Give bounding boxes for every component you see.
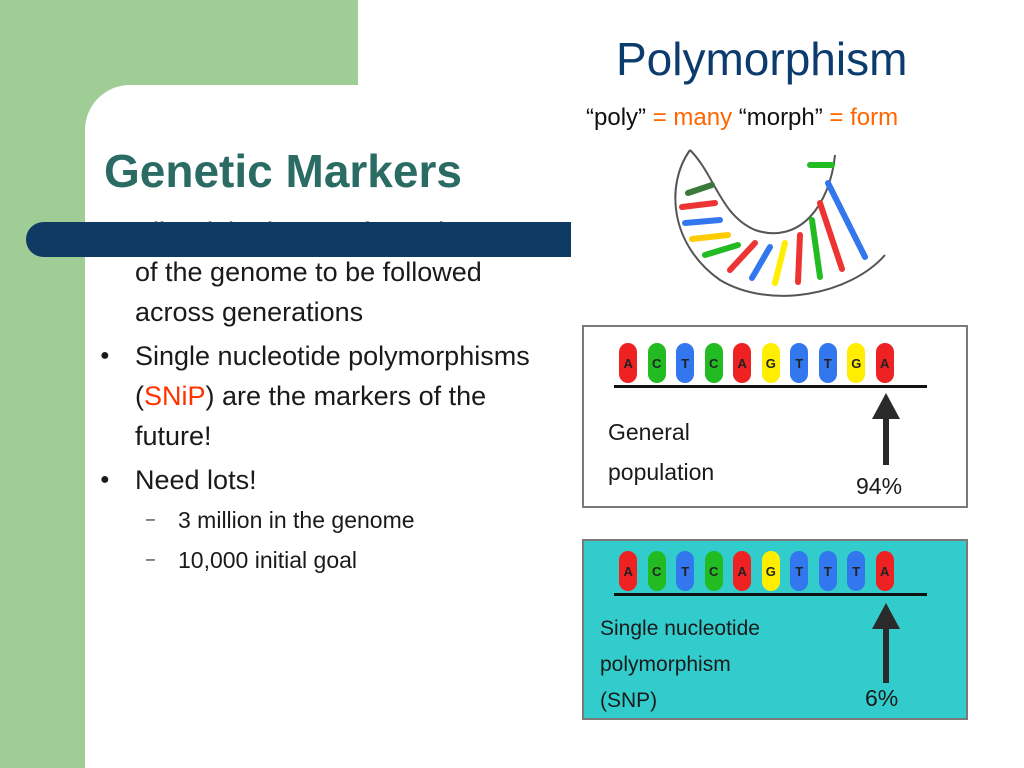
nucleotide-letter: T: [818, 343, 837, 383]
snp-label-line-3: (SNP): [600, 689, 658, 712]
nucleotide-letter: C: [647, 343, 666, 383]
nucleotide-letter: A: [875, 343, 894, 383]
nucleotide-base: T: [814, 343, 843, 387]
nucleotide-base: C: [700, 551, 729, 595]
general-label: General population: [608, 412, 714, 492]
nucleotide-letter: G: [847, 343, 866, 383]
sub-bullet-2-text: 10,000 initial goal: [178, 547, 358, 573]
bullet-1-line-2: of the genome to be followed: [135, 257, 482, 287]
nucleotide-base: T: [842, 551, 871, 595]
bullet-dot-icon: ●: [100, 471, 110, 488]
subtitle-form: form: [850, 104, 899, 131]
general-label-line-1: General: [608, 419, 690, 445]
snp-label: Single nucleotide polymorphism (SNP): [600, 611, 760, 719]
subtitle-morph: “morph”: [738, 104, 823, 131]
nucleotide-letter: A: [619, 551, 638, 591]
nucleotide-letter: A: [733, 343, 752, 383]
slide-title: Polymorphism: [616, 33, 908, 85]
dash-icon: –: [146, 511, 155, 528]
nucleotide-base: C: [643, 343, 672, 387]
dna-helix-image: [674, 149, 886, 297]
nucleotide-base: A: [728, 551, 757, 595]
strip-baseline: [614, 593, 927, 596]
snip-term: SNiP: [144, 381, 206, 411]
nucleotide-base: A: [614, 343, 643, 387]
nucleotide-letter: A: [875, 551, 894, 591]
subtitle-many: many: [673, 104, 733, 131]
nucleotide-letter: C: [704, 551, 723, 591]
subtitle-equals-1: =: [652, 104, 667, 131]
bullet-item-2: ● Single nucleotide polymorphisms (SNiP)…: [100, 336, 580, 456]
nucleotide-base: T: [671, 551, 700, 595]
nucleotide-base: G: [842, 343, 871, 387]
bullet-item-3: ● Need lots!: [100, 460, 580, 500]
nucleotide-letter: T: [818, 551, 837, 591]
nucleotide-base: T: [785, 551, 814, 595]
nucleotide-base: A: [728, 343, 757, 387]
snp-label-line-1: Single nucleotide: [600, 617, 760, 640]
bullet-1-line-3: across generations: [135, 297, 364, 327]
nucleotide-base: A: [614, 551, 643, 595]
arrow-up-icon: [872, 393, 900, 465]
snp-label-line-2: polymorphism: [600, 653, 731, 676]
slide-subtitle: “poly” = many “morph” = form: [586, 104, 898, 132]
nucleotide-base: C: [643, 551, 672, 595]
nucleotide-letter: A: [733, 551, 752, 591]
sub-bullet-1: – 3 million in the genome: [146, 500, 580, 540]
bullet-list: ● Allow inheritance of a region of the g…: [100, 212, 580, 580]
nucleotide-base: T: [814, 551, 843, 595]
subtitle-equals-2: =: [829, 104, 844, 131]
nucleotide-base: G: [757, 551, 786, 595]
nucleotide-base: C: [700, 343, 729, 387]
header-bar: [26, 222, 571, 257]
bullet-2-text-a: Single nucleotide polymorphisms (: [135, 341, 530, 411]
nucleotide-letter: C: [647, 551, 666, 591]
nucleotide-base: T: [785, 343, 814, 387]
subtitle-poly: “poly”: [586, 104, 647, 131]
nucleotide-letter: T: [847, 551, 866, 591]
sub-bullet-1-text: 3 million in the genome: [178, 507, 415, 533]
bullet-dot-icon: ●: [100, 347, 110, 364]
nucleotide-letter: T: [676, 551, 695, 591]
bullet-3-text: Need lots!: [135, 465, 257, 495]
nucleotide-letter: G: [761, 551, 780, 591]
nucleotide-letter: T: [790, 551, 809, 591]
strip-baseline: [614, 385, 927, 388]
bullet-2-text-b: ) are the markers of the future!: [135, 381, 487, 451]
section-title: Genetic Markers: [104, 145, 462, 197]
nucleotide-base: T: [671, 343, 700, 387]
sub-bullet-2: – 10,000 initial goal: [146, 540, 580, 580]
nucleotide-letter: T: [676, 343, 695, 383]
nucleotide-letter: T: [790, 343, 809, 383]
general-percent: 94%: [856, 473, 903, 499]
nucleotide-base: A: [871, 551, 900, 595]
nucleotide-letter: G: [761, 343, 780, 383]
arrow-up-icon: [872, 603, 900, 683]
dash-icon: –: [146, 551, 155, 568]
nucleotide-base: G: [757, 343, 786, 387]
nucleotide-base: A: [871, 343, 900, 387]
nucleotide-letter: C: [704, 343, 723, 383]
nucleotide-letter: A: [619, 343, 638, 383]
snp-percent: 6%: [865, 685, 899, 711]
general-label-line-2: population: [608, 459, 715, 485]
